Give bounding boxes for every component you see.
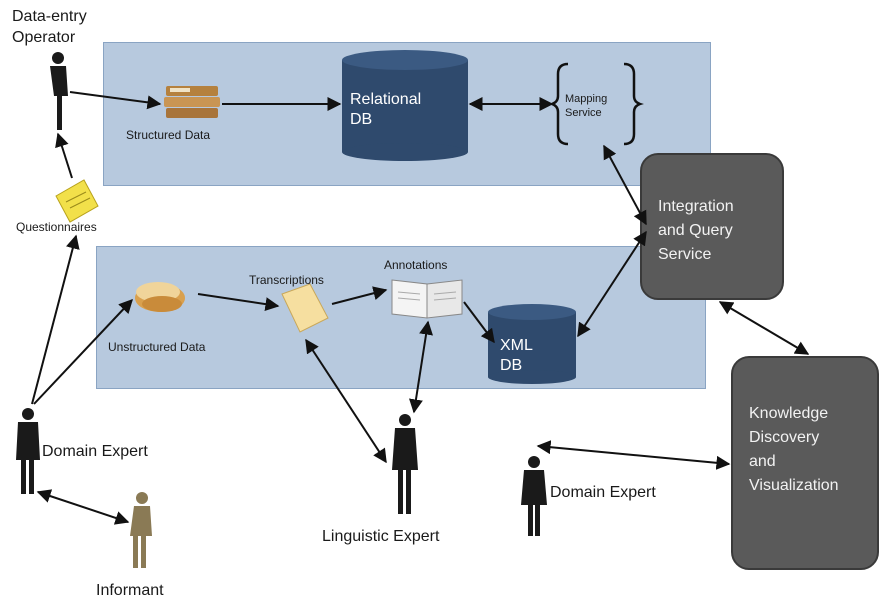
arrow-domain-expert-knowledge [536,440,731,470]
structured-data-label: Structured Data [126,128,211,142]
arrow-expert-to-questionnaires [31,234,80,405]
domain-expert-right-figure [521,456,547,536]
integration-query-service-box: Integration and Query Service [640,153,784,300]
data-entry-operator-figure [50,52,68,130]
arrow-expert-informant [36,489,130,525]
arrow-annotations-linguistic [409,320,433,414]
annotations-label: Annotations [384,258,448,272]
arrow-questionnaires-to-operator [55,132,73,179]
arrow-unstructured-to-transcriptions [197,293,280,312]
mapping-service-label: Mapping Service [565,93,608,119]
questionnaires-label: Questionnaires [16,220,97,234]
relational-db-label: Relational DB [350,91,422,128]
knowledge-discovery-box: Knowledge Discovery and Visualization [731,356,879,570]
informant-figure [130,492,152,568]
arrow-annotations-to-xmldb [463,301,495,344]
knowledge-discovery-label: Knowledge Discovery and Visualization [749,405,839,494]
informant-label: Informant [96,582,164,599]
transcriptions-paper-icon [281,283,329,333]
annotations-book-icon [391,279,463,319]
arrow-mapping-integration [603,144,647,226]
xml-db-icon [488,304,576,384]
domain-expert-left-figure [16,408,40,494]
arrow-transcriptions-linguistic [305,338,387,464]
linguistic-expert-label: Linguistic Expert [322,528,440,545]
linguistic-expert-figure [392,414,418,514]
arrow-transcriptions-to-annotations [331,286,388,305]
transcriptions-label: Transcriptions [249,273,324,287]
data-entry-operator-label: Data-entry Operator [12,8,87,46]
arrow-xmldb-integration [577,230,647,338]
xml-db-label: XML DB [500,337,533,374]
arrow-operator-to-structured [69,91,162,110]
questionnaires-clipboard-icon [55,179,99,223]
structured-data-folders-icon [164,86,220,118]
integration-query-service-label: Integration and Query Service [658,198,734,263]
relational-db-icon [342,50,468,161]
unstructured-data-label: Unstructured Data [108,340,206,354]
domain-expert-left-label: Domain Expert [42,443,148,460]
unstructured-data-papers-icon [135,282,185,312]
arrow-integration-knowledge [718,301,810,355]
arrow-expert-to-unstructured [33,298,133,405]
domain-expert-right-label: Domain Expert [550,484,656,501]
